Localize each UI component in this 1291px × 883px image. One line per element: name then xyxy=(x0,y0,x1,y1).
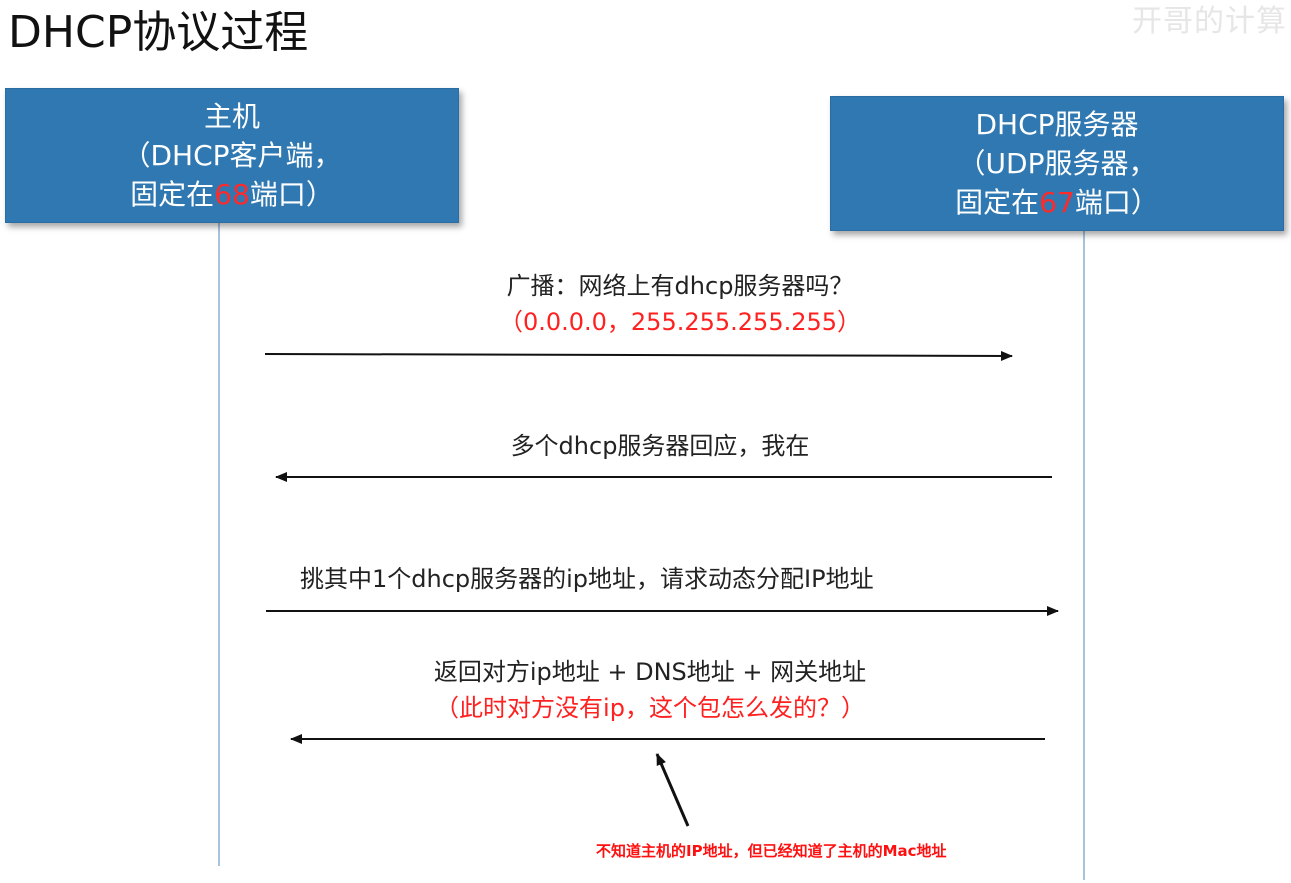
message-offer: 多个dhcp服务器回应，我在 xyxy=(360,428,960,464)
server-role: （UDP服务器， xyxy=(957,147,1157,180)
message-request: 挑其中1个dhcp服务器的ip地址，请求动态分配IP地址 xyxy=(300,561,960,597)
message-discover: 广播：网络上有dhcp服务器吗？ （0.0.0.0，255.255.255.25… xyxy=(380,268,980,340)
page-title: DHCP协议过程 xyxy=(8,7,309,58)
host-title: 主机 xyxy=(203,100,260,133)
message-discover-label: 广播：网络上有dhcp服务器吗？ xyxy=(506,272,854,300)
message-discover-detail: （0.0.0.0，255.255.255.255） xyxy=(498,308,862,336)
host-port-suffix: 端口） xyxy=(249,178,334,211)
message-offer-label: 多个dhcp服务器回应，我在 xyxy=(510,432,810,460)
host-port-number: 68 xyxy=(214,178,250,211)
message-arrow-discover xyxy=(264,350,1013,361)
server-port-suffix: 端口） xyxy=(1074,186,1159,219)
server-actor-box: DHCP服务器 （UDP服务器， 固定在67端口） xyxy=(830,96,1284,231)
server-title: DHCP服务器 xyxy=(975,108,1139,141)
host-role: （DHCP客户端， xyxy=(122,139,342,172)
message-ack: 返回对方ip地址 + DNS地址 + 网关地址 （此时对方没有ip，这个包怎么发… xyxy=(350,654,950,726)
server-port-number: 67 xyxy=(1039,186,1075,219)
message-ack-detail: （此时对方没有ip，这个包怎么发的？） xyxy=(435,694,865,722)
message-ack-label: 返回对方ip地址 + DNS地址 + 网关地址 xyxy=(433,658,867,686)
message-request-label: 挑其中1个dhcp服务器的ip地址，请求动态分配IP地址 xyxy=(300,565,874,593)
host-actor-box: 主机 （DHCP客户端， 固定在68端口） xyxy=(5,88,459,223)
annotation-note: 不知道主机的IP地址，但已经知道了主机的Mac地址 xyxy=(596,842,947,860)
server-port-line: 固定在67端口） xyxy=(831,183,1283,222)
host-port-line: 固定在68端口） xyxy=(6,175,458,214)
watermark: 开哥的计算 xyxy=(1132,4,1287,39)
note-pointer-arrow xyxy=(655,753,690,827)
host-port-prefix: 固定在 xyxy=(130,178,215,211)
server-port-prefix: 固定在 xyxy=(955,186,1040,219)
